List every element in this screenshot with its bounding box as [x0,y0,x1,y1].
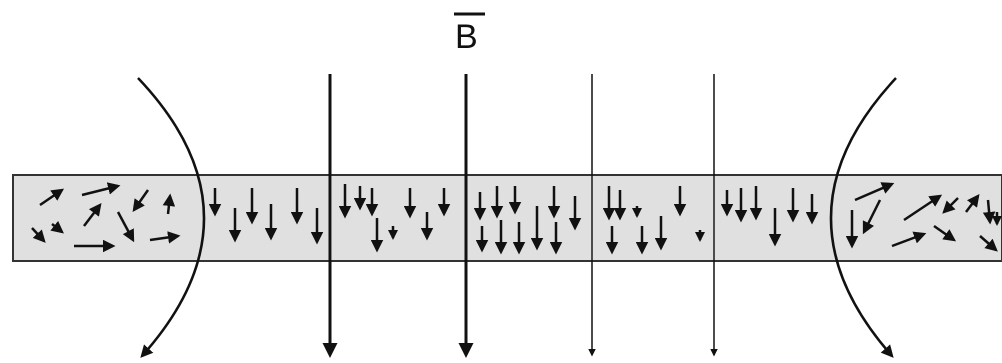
spin-arrow [903,194,943,222]
spin-arrow [149,231,181,244]
aligned-spins-region-5 [720,186,819,247]
spin-arrow [891,231,927,248]
spin-arrow [132,189,150,213]
spin-arrow [31,227,46,243]
spin-arrow [83,203,102,227]
material-band [12,174,1002,262]
right-curved-field-line [829,77,897,358]
spin-arrow [933,224,957,242]
spin-arrow [39,188,65,207]
aligned-spins-region-4 [602,186,705,255]
spin-arrow [942,197,959,214]
spin-arrow [50,220,64,234]
left-curved-field-line [137,77,206,358]
spin-arrow [162,193,176,215]
spin-arrow [854,182,895,202]
aligned-spins-region-2 [338,184,451,253]
spin-arrow [965,194,980,213]
spin-arrow [982,199,996,225]
field-lines [137,74,897,358]
field-label: B [455,18,478,56]
spin-arrow [81,182,121,197]
spin-arrow [979,235,998,252]
field-label-group: B [454,12,485,56]
spin-arrow [116,211,135,243]
spin-arrow [862,199,882,235]
aligned-spins-region-3 [473,186,582,255]
aligned-spins-region-1 [208,188,324,245]
random-spins-right [845,182,1002,252]
random-spins-left [31,182,181,253]
